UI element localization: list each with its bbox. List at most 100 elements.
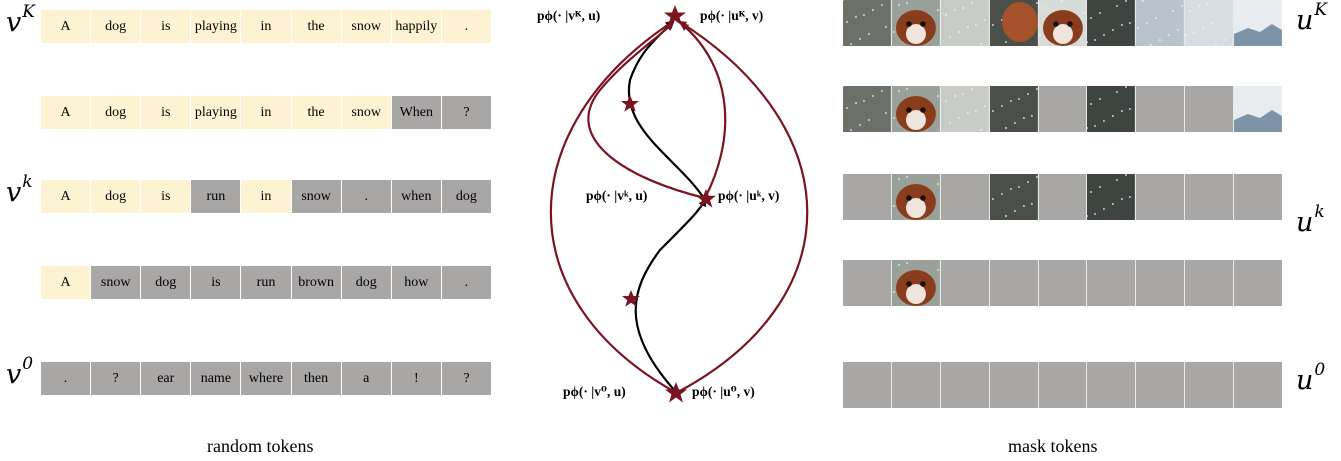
mask-patch: [843, 362, 891, 408]
token-cell: ?: [440, 362, 491, 395]
right-row-label: u0: [1296, 360, 1326, 396]
inner-right-path: [680, 22, 727, 199]
image-patch: [890, 86, 940, 132]
label-bot-right: pϕ(· |u⁰, v): [692, 384, 755, 399]
star-upper-mid: [621, 95, 639, 112]
token-cell: !: [390, 362, 441, 395]
token-cell: snow: [90, 266, 141, 299]
image-patch: [1086, 174, 1136, 220]
token-cell: name: [190, 362, 241, 395]
image-patch: [1037, 0, 1087, 46]
image-patch: [1086, 0, 1136, 46]
image-patch: [1184, 0, 1234, 46]
token-cell: A: [41, 266, 91, 299]
left-row-label: v0: [6, 354, 34, 390]
label-mid-right: pϕ(· |uᵏ, v): [718, 188, 780, 203]
token-cell: in: [240, 96, 291, 129]
label-top-right: pϕ(· |uᴷ, v): [700, 8, 764, 23]
image-patch: [939, 86, 989, 132]
token-cell: the: [290, 10, 341, 43]
image-patch: [890, 0, 940, 46]
image-patch: [988, 0, 1038, 46]
image-patch: [939, 0, 989, 46]
image-patch: [1233, 0, 1283, 46]
token-cell: the: [290, 96, 341, 129]
mask-patch: [939, 174, 989, 220]
mask-patch: [1233, 260, 1283, 306]
token-cell: dog: [90, 180, 141, 213]
image-patch: [843, 0, 891, 46]
image-patch: [988, 174, 1038, 220]
mask-patch: [1184, 260, 1234, 306]
mask-patch: [988, 362, 1038, 408]
token-cell: then: [290, 362, 341, 395]
outer-left-path: [549, 20, 676, 393]
image-patch: [1086, 86, 1136, 132]
image-patch: [890, 260, 940, 306]
token-cell: run: [190, 180, 241, 213]
token-cell: .: [340, 180, 391, 213]
token-cell: dog: [140, 266, 191, 299]
patch-row-2: [843, 86, 1283, 132]
mask-patch: [1233, 362, 1283, 408]
mask-patch: [1233, 174, 1283, 220]
token-cell: dog: [90, 10, 141, 43]
token-cell: .: [440, 266, 491, 299]
star-lower-mid: [622, 290, 640, 307]
token-cell: is: [140, 180, 191, 213]
mask-patch: [1184, 174, 1234, 220]
mask-patch: [1037, 362, 1087, 408]
token-cell: how: [390, 266, 441, 299]
token-cell: ?: [90, 362, 141, 395]
mask-patch: [843, 260, 891, 306]
token-cell: ?: [440, 96, 491, 129]
image-patch: [890, 174, 940, 220]
mask-patch: [1135, 260, 1185, 306]
patch-row-uK: [843, 0, 1283, 46]
token-cell: snow: [290, 180, 341, 213]
mask-patch: [1135, 362, 1185, 408]
inner-left-path: [587, 22, 706, 200]
token-cell: dog: [340, 266, 391, 299]
black-lower-path: [634, 198, 706, 393]
token-cell: dog: [440, 180, 491, 213]
token-cell: where: [240, 362, 291, 395]
mask-patch: [843, 174, 891, 220]
token-cell: .: [440, 10, 491, 43]
token-cell: brown: [290, 266, 341, 299]
token-cell: in: [240, 10, 291, 43]
right-row-label: uK: [1296, 0, 1328, 36]
patch-row-u0: [843, 362, 1283, 408]
token-cell: A: [41, 180, 91, 213]
mask-patch: [1184, 362, 1234, 408]
token-cell: run: [240, 266, 291, 299]
token-cell: is: [140, 96, 191, 129]
token-cell: A: [41, 10, 91, 43]
image-patch: [843, 86, 891, 132]
mask-patch: [1086, 260, 1136, 306]
token-cell: A: [41, 96, 91, 129]
outer-right-path: [677, 20, 809, 393]
token-cell: snow: [340, 96, 391, 129]
star-bottom: [665, 382, 687, 403]
left-row-label: vk: [6, 172, 33, 208]
token-cell: ear: [140, 362, 191, 395]
right-caption: mask tokens: [1008, 436, 1098, 456]
star-top: [664, 5, 686, 26]
token-cell: a: [340, 362, 391, 395]
path-diagram: [549, 5, 809, 403]
mask-patch: [890, 362, 940, 408]
mask-patch: [988, 260, 1038, 306]
mask-patch: [1184, 86, 1234, 132]
token-cell: .: [41, 362, 91, 395]
patch-row-4: [843, 260, 1283, 306]
star-mid: [696, 189, 716, 208]
label-mid-left: pϕ(· |vᵏ, u): [586, 188, 648, 203]
token-cell: is: [140, 10, 191, 43]
mask-patch: [1135, 174, 1185, 220]
black-upper-path: [627, 20, 706, 201]
